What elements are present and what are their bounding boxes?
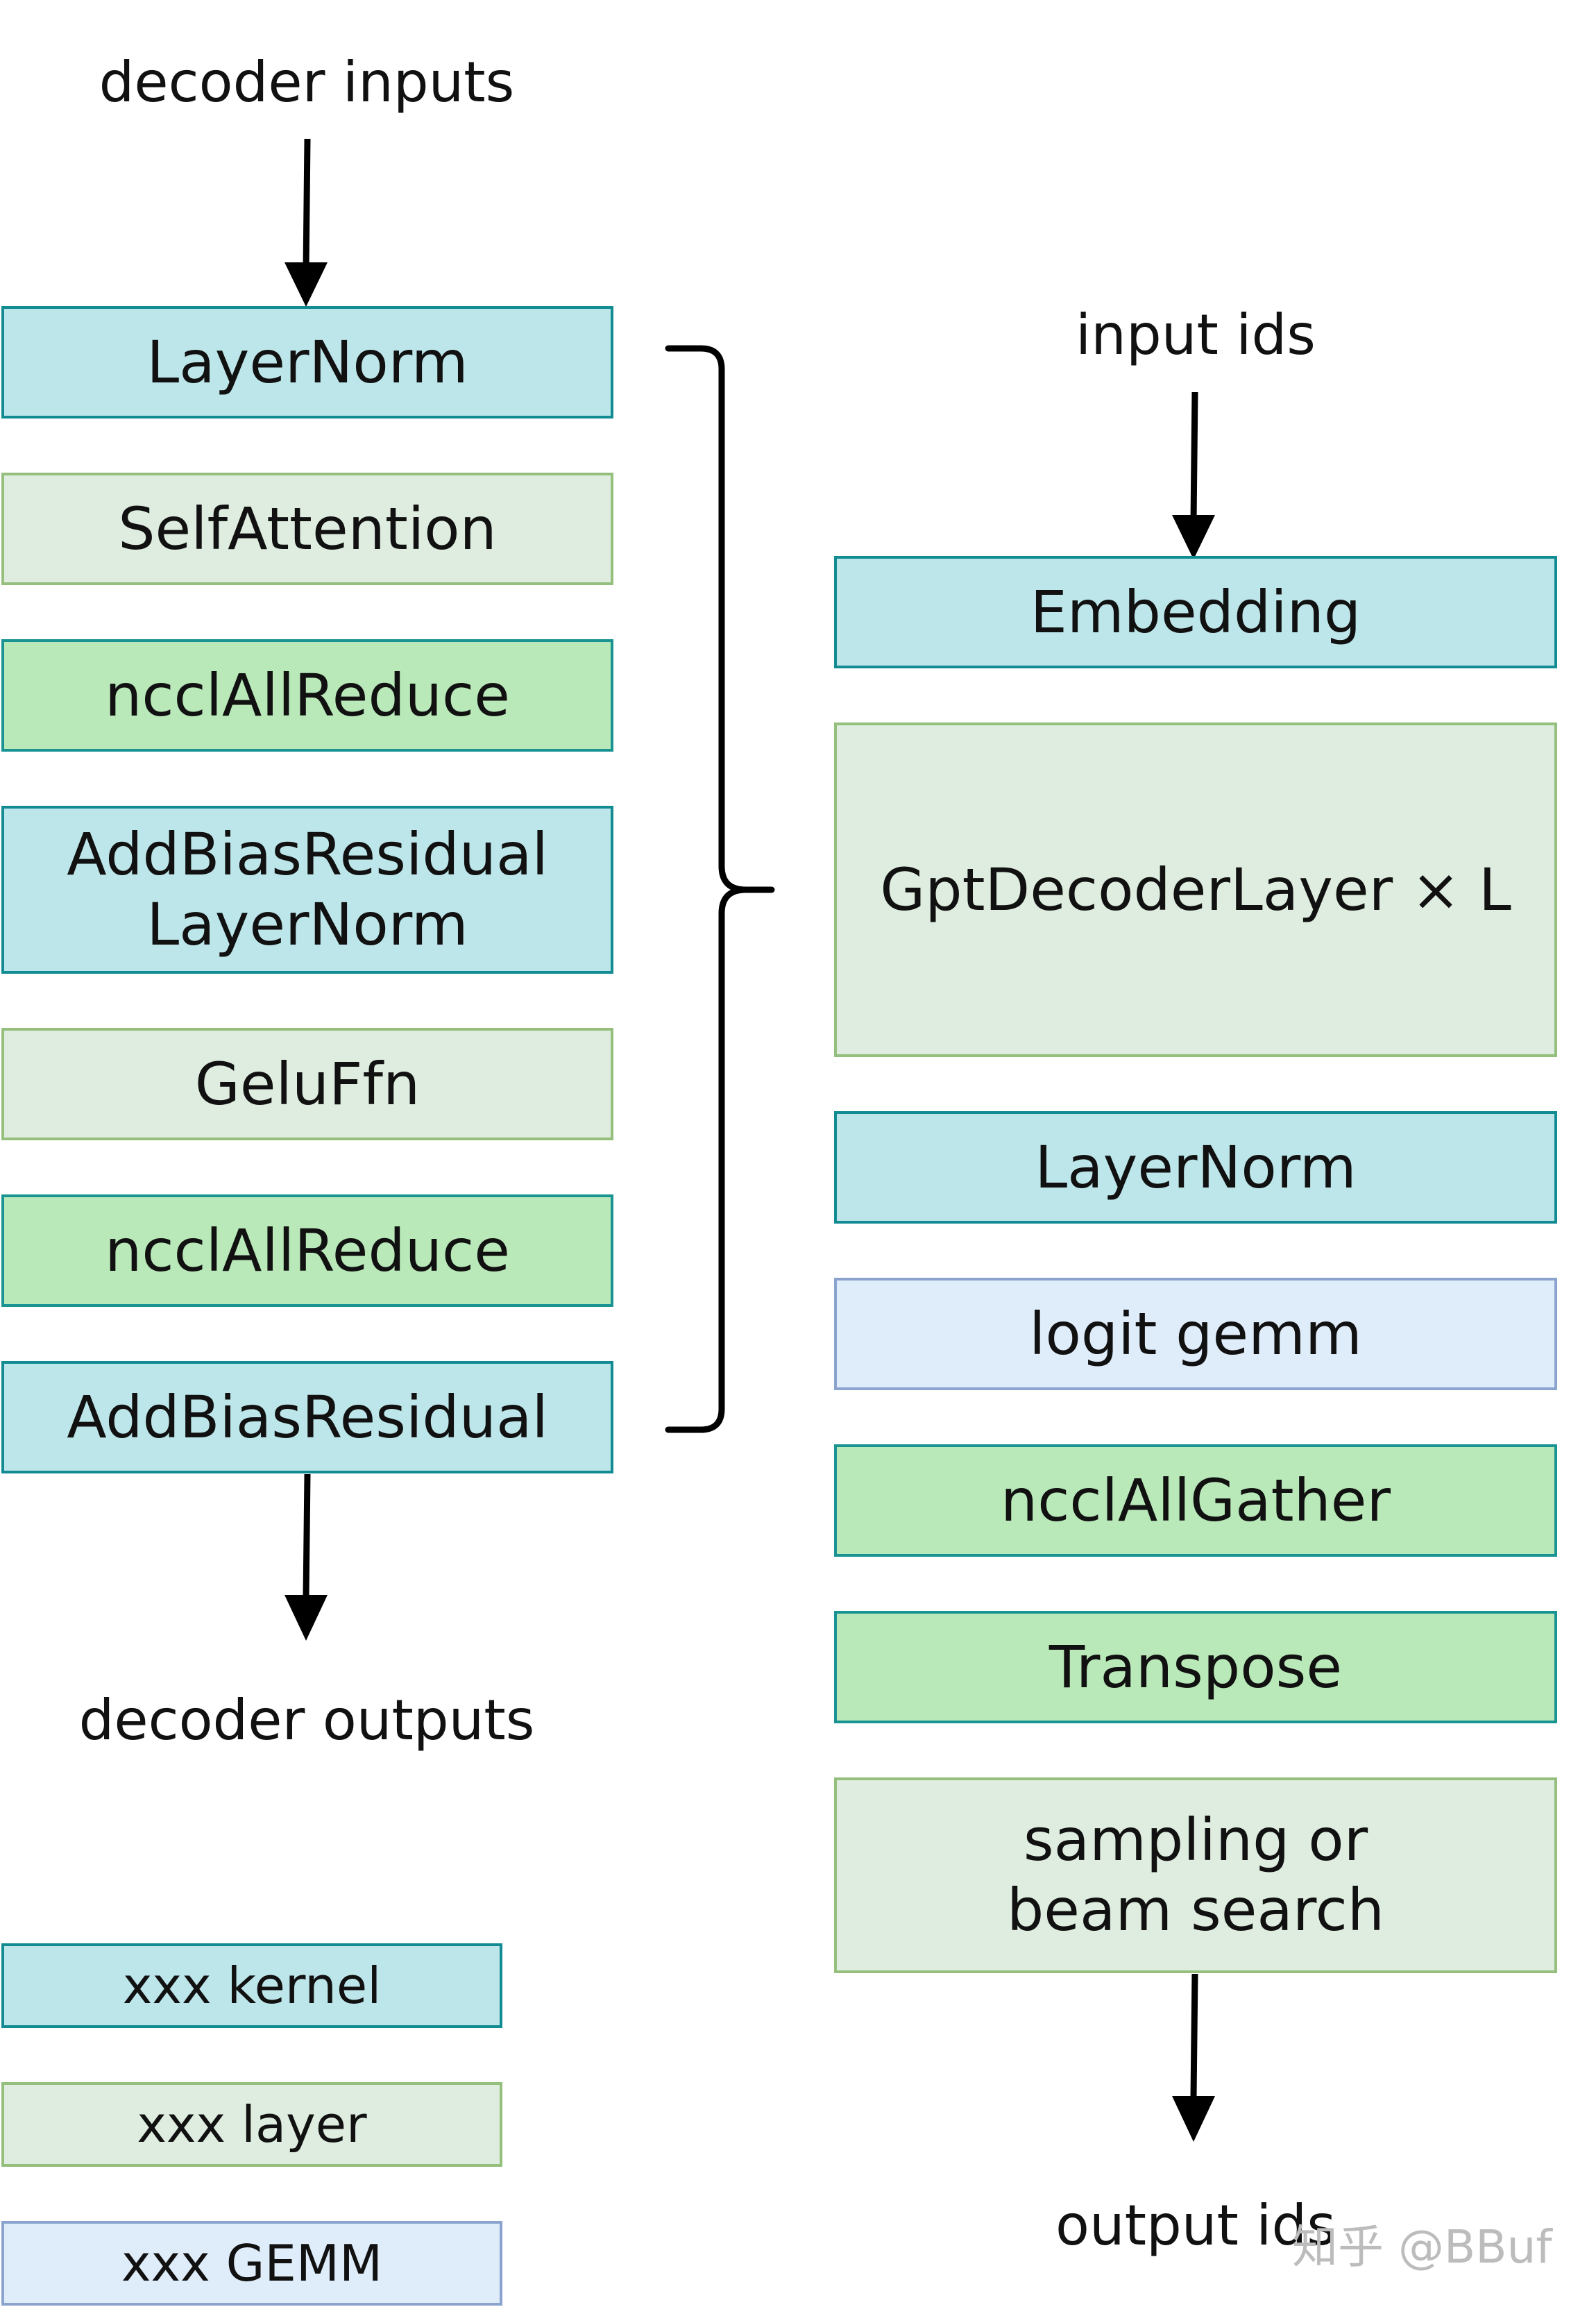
add-bias-residual-layernorm-block: AddBiasResidual LayerNorm [1, 806, 613, 974]
nccl-allgather-block: ncclAllGather [834, 1444, 1557, 1557]
final-layernorm-block: LayerNorm [834, 1111, 1557, 1224]
curly-brace [665, 345, 775, 1433]
decoder-inputs-label: decoder inputs [99, 50, 515, 115]
nccl-allreduce-block-1: ncclAllReduce [1, 639, 613, 752]
output-ids-label: output ids [1055, 2193, 1336, 2258]
add-bias-residual-block: AddBiasResidual [1, 1361, 613, 1473]
logit-gemm-block: logit gemm [834, 1278, 1557, 1390]
legend-gemm: xxx GEMM [1, 2221, 502, 2306]
sampling-beam-search-block: sampling or beam search [834, 1777, 1557, 1973]
arrow-input-ids [1172, 391, 1215, 559]
legend-kernel: xxx kernel [1, 1943, 502, 2028]
transpose-block: Transpose [834, 1611, 1557, 1723]
input-ids-label: input ids [1076, 303, 1316, 367]
layernorm-block: LayerNorm [1, 306, 613, 419]
gelu-ffn-block: GeluFfn [1, 1028, 613, 1140]
decoder-outputs-label: decoder outputs [78, 1688, 535, 1752]
embedding-block: Embedding [834, 556, 1557, 668]
arrow-decoder-outputs [285, 1473, 328, 1641]
self-attention-block: SelfAttention [1, 473, 613, 585]
watermark: 知乎 @BBuf [1292, 2220, 1552, 2274]
arrow-decoder-inputs [285, 138, 328, 307]
arrow-output-ids [1172, 1973, 1215, 2142]
nccl-allreduce-block-2: ncclAllReduce [1, 1194, 613, 1307]
gpt-decoder-layer-block: GptDecoderLayer × L [834, 722, 1557, 1057]
legend-layer: xxx layer [1, 2082, 502, 2167]
